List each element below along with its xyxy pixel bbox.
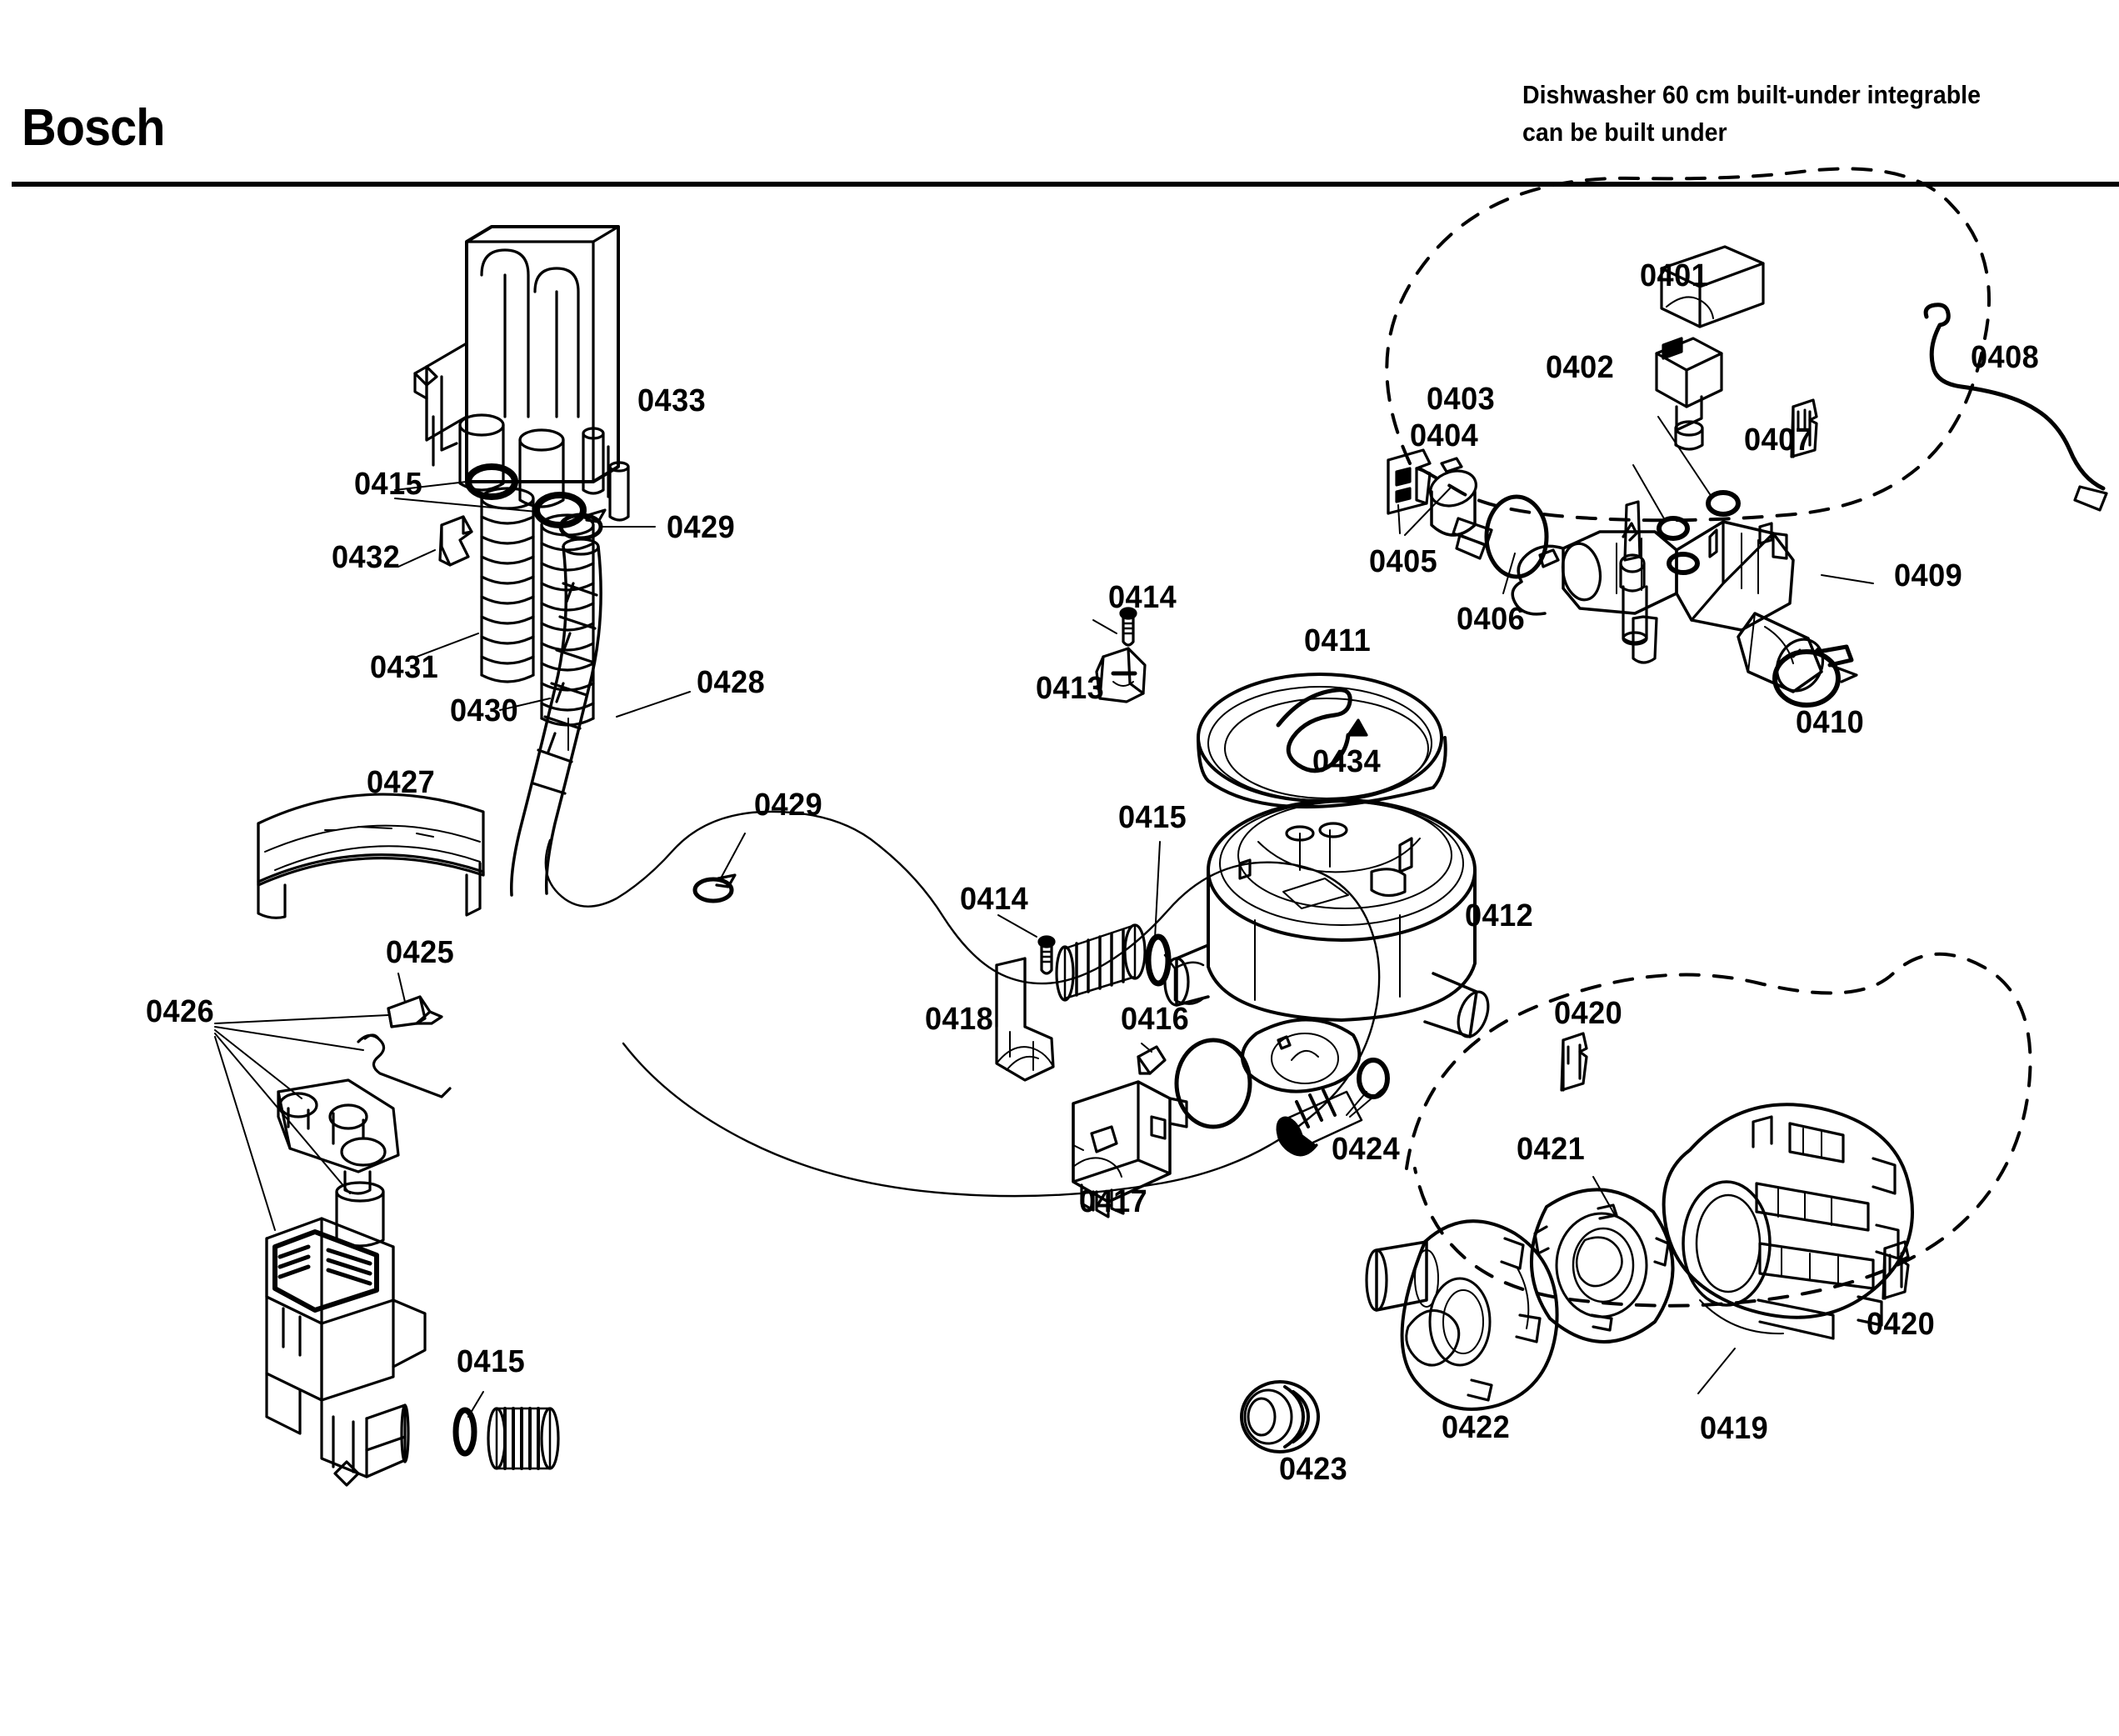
- part-label-0422: 0422: [1442, 1410, 1511, 1445]
- group-0419-enclosure: [1405, 952, 2032, 1308]
- tub-outline-curve: [544, 810, 1381, 1198]
- part-0431-hose: [480, 487, 535, 683]
- part-label-0412: 0412: [1465, 898, 1534, 933]
- part-0408-wire: [1923, 303, 2108, 512]
- part-0401-control-box: [1660, 245, 1765, 328]
- part-0414-screw-top: [1119, 607, 1137, 647]
- part-0403-oring: [1706, 490, 1741, 517]
- part-label-0420-left: 0420: [1554, 996, 1623, 1031]
- part-0402-solenoid: [1655, 337, 1723, 451]
- part-0429-clamp-lower: [692, 873, 737, 903]
- part-0414-screw-lower: [1037, 935, 1056, 975]
- part-0427-cover: [257, 793, 485, 919]
- part-0406-gasket: [1484, 494, 1549, 579]
- part-label-0418: 0418: [925, 1002, 994, 1037]
- part-0426-wire-clip: [357, 1033, 452, 1098]
- part-0428-drain-hose: [510, 538, 602, 897]
- part-0415-oring-sump: [1145, 933, 1172, 987]
- group-0409-enclosure: [1385, 167, 1991, 523]
- part-label-0429-lower: 0429: [754, 788, 823, 823]
- part-label-0428: 0428: [697, 665, 766, 700]
- part-label-0415-top: 0415: [354, 467, 423, 502]
- part-0416-bellows-hose: [1055, 923, 1147, 1002]
- part-0426-valve-body: [277, 1078, 400, 1195]
- part-label-0413: 0413: [1036, 671, 1105, 706]
- part-0423-grommet: [1240, 1380, 1320, 1453]
- part-label-0419: 0419: [1700, 1411, 1769, 1446]
- part-sump-large-oring: [1174, 1038, 1252, 1129]
- part-label-0420-right: 0420: [1867, 1307, 1936, 1342]
- part-0426-inlet-valve: [265, 1217, 427, 1487]
- part-0405-bracket: [1387, 448, 1432, 515]
- part-0412-sump: [1163, 798, 1490, 1093]
- part-0407-clip: [1790, 398, 1818, 458]
- part-label-0432: 0432: [332, 540, 401, 575]
- part-0424-hose: [1276, 1088, 1363, 1157]
- header-divider: [12, 182, 2119, 187]
- model-description-line1: Dishwasher 60 cm built-under integrable: [1522, 80, 1981, 109]
- part-label-0416: 0416: [1121, 1002, 1190, 1037]
- part-label-0414-top: 0414: [1108, 580, 1177, 615]
- model-description: Dishwasher 60 cm built-under integrable …: [1522, 77, 2106, 152]
- part-0422-impeller: [1365, 1219, 1559, 1411]
- part-0405-sensor: [1429, 457, 1493, 560]
- part-0434-handle: [1276, 688, 1368, 773]
- part-0424-oring: [1357, 1058, 1390, 1099]
- part-label-0402: 0402: [1546, 350, 1615, 385]
- part-0433-heat-exchanger: [413, 225, 630, 522]
- part-0421-pump-cover: [1529, 1188, 1675, 1343]
- part-label-0431: 0431: [370, 650, 439, 685]
- part-0420-clip-left: [1560, 1032, 1588, 1092]
- part-0432-clip: [438, 515, 473, 567]
- bosch-logo: Bosch: [22, 99, 166, 157]
- part-label-0433: 0433: [637, 383, 707, 418]
- part-0410-clamp: [1772, 644, 1858, 708]
- part-0409-heat-pump: [1511, 500, 1825, 693]
- part-label-0410: 0410: [1796, 705, 1865, 740]
- part-label-0405: 0405: [1369, 544, 1438, 579]
- part-label-0429-top: 0429: [667, 510, 736, 545]
- part-label-0415-sump: 0415: [1118, 800, 1187, 835]
- part-label-0404: 0404: [1410, 418, 1479, 453]
- part-0419-pump-motor: [1662, 1103, 1914, 1340]
- part-0417-drain-pump: [1072, 1080, 1188, 1218]
- part-label-0427: 0427: [367, 765, 436, 800]
- part-label-0406: 0406: [1457, 602, 1526, 637]
- part-label-0425: 0425: [386, 935, 455, 970]
- part-label-0434: 0434: [1312, 744, 1382, 779]
- part-label-0424: 0424: [1332, 1132, 1401, 1167]
- model-description-line2: can be built under: [1522, 117, 1727, 147]
- part-label-0414-lower: 0414: [960, 882, 1029, 917]
- part-label-0421: 0421: [1517, 1132, 1586, 1167]
- part-label-0401: 0401: [1640, 258, 1709, 293]
- part-label-0423: 0423: [1279, 1452, 1348, 1487]
- part-label-0407: 0407: [1744, 423, 1813, 458]
- part-label-0409: 0409: [1894, 558, 1963, 593]
- part-label-0408: 0408: [1971, 340, 2040, 375]
- part-0413-bracket: [1095, 647, 1147, 703]
- part-label-0417: 0417: [1079, 1184, 1148, 1219]
- part-0415-oring-inlet: [452, 1407, 477, 1457]
- part-0425-contact: [387, 995, 443, 1028]
- part-label-0415-inlet: 0415: [457, 1344, 526, 1379]
- part-label-0426: 0426: [146, 994, 215, 1029]
- part-label-0411: 0411: [1304, 623, 1372, 658]
- part-label-0403: 0403: [1427, 382, 1496, 417]
- part-0404-washer: [1657, 516, 1700, 575]
- part-inlet-nipple: [487, 1407, 560, 1470]
- part-label-0430: 0430: [450, 693, 519, 728]
